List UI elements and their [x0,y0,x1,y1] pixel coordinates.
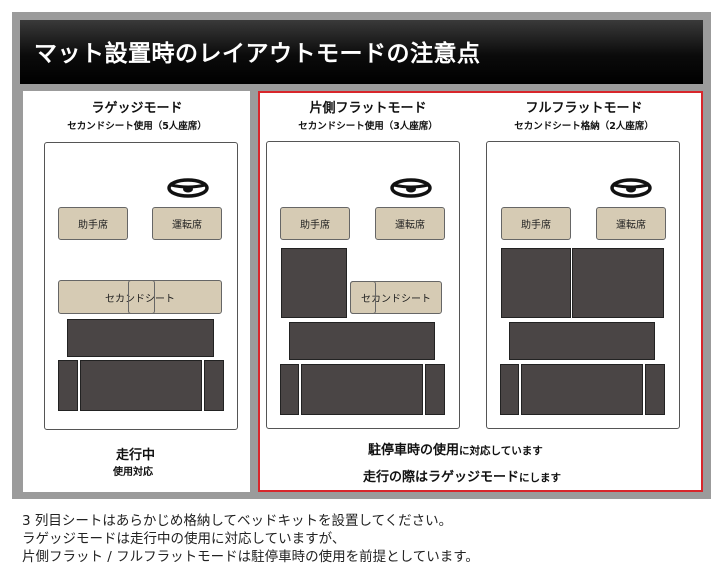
side-panel-right [645,364,665,415]
bed-mat-front [289,322,435,360]
seat-driver: 運転席 [152,207,222,240]
seat-second: セカンドシート [58,280,222,314]
right-note-line1-rest: に対応しています [459,445,543,457]
right-note-line1-bold: 駐停車時の使用 [368,443,460,458]
mode-subtitle-full-flat: セカンドシート格納（2人座席） [514,121,654,132]
seat-passenger: 助手席 [501,207,571,240]
page-title: マット設置時のレイアウトモードの注意点 [34,41,481,67]
side-panel-right [425,364,445,415]
steering-wheel-icon [167,178,209,198]
steering-wheel-icon [390,178,432,198]
right-note-line1: 駐停車時の使用に対応しています [368,439,543,458]
mode-subtitle-luggage: セカンドシート使用（5人座席） [67,121,207,132]
steering-wheel-icon [610,178,652,198]
bed-mat-side [281,248,347,318]
title-banner [20,20,703,84]
mode-title-luggage: ラゲッジモード [91,101,183,116]
seat-second: セカンドシート [350,281,442,314]
second-seat-divider [128,280,155,314]
bed-mat-right [572,248,664,318]
side-panel-left [58,360,78,411]
bed-mat-left [501,248,571,318]
mode-title-full-flat: フルフラットモード [525,101,643,116]
seat-driver: 運転席 [596,207,666,240]
bed-mat-front [67,319,214,357]
bed-mat-rear [80,360,202,411]
side-panel-right [204,360,224,411]
mode-subtitle-one-side-flat: セカンドシート使用（3人座席） [298,121,438,132]
seat-passenger: 助手席 [58,207,128,240]
caption-line-3: 片側フラット / フルフラットモードは駐停車時の使用を前提としています。 [22,549,479,565]
left-note-main: 走行中 [116,448,156,463]
caption-line-1: 3 列目シートはあらかじめ格納してベッドキットを設置してください。 [22,513,453,529]
left-note-sub: 使用対応 [113,467,153,478]
bed-mat-rear [301,364,423,415]
seat-driver: 運転席 [375,207,445,240]
bed-mat-front [509,322,655,360]
side-panel-left [280,364,299,415]
seat-passenger: 助手席 [280,207,350,240]
second-seat-divider [350,281,376,314]
right-note-line2-bold: 走行の際はラゲッジモード [363,470,520,485]
side-panel-left [500,364,519,415]
bed-mat-rear [521,364,643,415]
mode-title-one-side-flat: 片側フラットモード [309,101,427,116]
right-note-line2: 走行の際はラゲッジモードにします [363,466,561,485]
caption-line-2: ラゲッジモードは走行中の使用に対応していますが、 [22,531,346,547]
right-note-line2-rest: にします [519,472,562,484]
